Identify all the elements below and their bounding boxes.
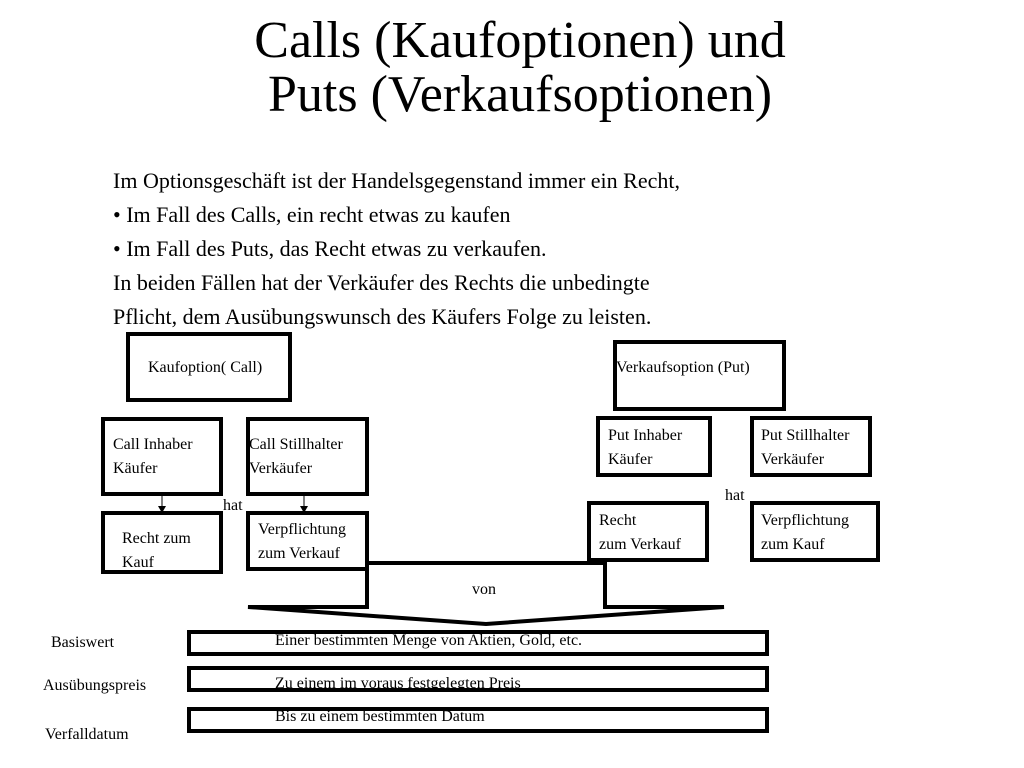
call-obligation-box xyxy=(246,511,369,571)
intro-text: Im Optionsgeschäft ist der Handelsgegens… xyxy=(113,164,893,334)
basiswert-bar xyxy=(187,630,769,656)
call-hat-label: hat xyxy=(223,497,243,514)
intro-line-1: Im Optionsgeschäft ist der Handelsgegens… xyxy=(113,168,680,193)
von-arrow xyxy=(247,561,725,627)
intro-line-3: • Im Fall des Puts, das Recht etwas zu v… xyxy=(113,236,547,261)
call-holder-arrowhead xyxy=(158,506,166,513)
call-header-box xyxy=(126,332,292,402)
put-right-box xyxy=(587,501,709,562)
call-writer-box xyxy=(246,417,369,496)
put-right-label: Recht zum Verkauf xyxy=(599,512,681,553)
title-line-1: Calls (Kaufoptionen) und xyxy=(254,12,786,69)
expiry-label: Verfalldatum xyxy=(45,726,129,743)
call-holder-label: Call Inhaber Käufer xyxy=(113,436,193,477)
call-right-label: Recht zum Kauf xyxy=(122,530,191,571)
basiswert-label: Basiswert xyxy=(51,634,115,651)
intro-line-2: • Im Fall des Calls, ein recht etwas zu … xyxy=(113,202,511,227)
strike-label: Ausübungspreis xyxy=(43,677,147,694)
slide-title: Calls (Kaufoptionen) und Puts (Verkaufso… xyxy=(0,14,1024,122)
call-right-box xyxy=(101,511,223,574)
strike-text: Zu einem im voraus festgelegten Preis xyxy=(275,675,521,692)
put-writer-box xyxy=(750,416,872,477)
title-line-2: Puts (Verkaufsoptionen) xyxy=(267,66,773,123)
basiswert-text: Einer bestimmten Menge von Aktien, Gold,… xyxy=(275,632,583,649)
expiry-text: Bis zu einem bestimmten Datum xyxy=(275,708,485,725)
put-header-label: Verkaufsoption (Put) xyxy=(616,359,750,376)
call-obligation-label: Verpflichtung zum Verkauf xyxy=(258,521,346,562)
put-writer-label: Put Stillhalter Verkäufer xyxy=(761,427,850,468)
call-header-label: Kaufoption( Call) xyxy=(148,359,263,376)
call-holder-box xyxy=(101,417,223,496)
intro-line-4: In beiden Fällen hat der Verkäufer des R… xyxy=(113,270,650,295)
call-writer-arrowhead xyxy=(300,506,308,513)
call-writer-label: Call Stillhalter Verkäufer xyxy=(249,436,343,477)
put-holder-box xyxy=(596,416,712,477)
expiry-bar xyxy=(187,707,769,733)
strike-bar xyxy=(187,666,769,692)
put-hat-label: hat xyxy=(725,487,745,504)
put-holder-label: Put Inhaber Käufer xyxy=(608,427,683,468)
intro-line-5: Pflicht, dem Ausübungswunsch des Käufers… xyxy=(113,304,652,329)
put-obligation-box xyxy=(750,501,880,562)
von-label: von xyxy=(472,581,496,598)
put-header-box xyxy=(613,340,786,411)
put-obligation-label: Verpflichtung zum Kauf xyxy=(761,512,849,553)
